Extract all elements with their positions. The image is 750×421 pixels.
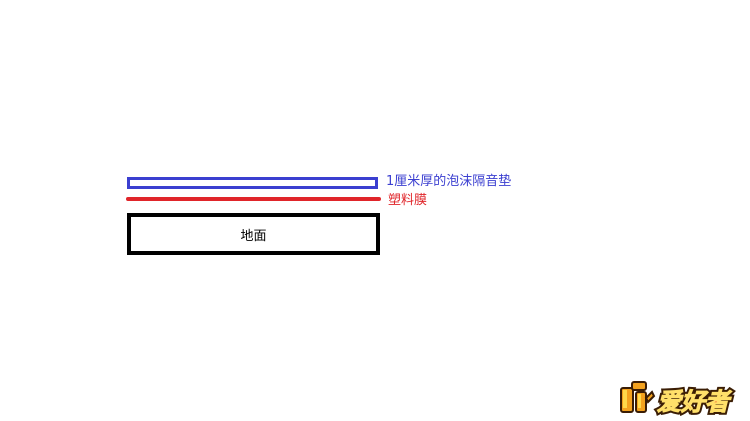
svg-text:爱好者: 爱好者 — [657, 388, 732, 416]
foam-pad-label: 1厘米厚的泡沫隔音垫 — [386, 174, 512, 189]
ground-label: 地面 — [240, 228, 267, 244]
ground-layer: 地面 — [127, 213, 380, 255]
svg-text:爱好者: 爱好者 — [657, 388, 732, 416]
wood-craft-logo-icon: 爱好者 爱好者 — [620, 381, 734, 416]
plastic-film-layer — [126, 197, 381, 201]
foam-pad-layer — [127, 177, 378, 189]
plastic-film-label: 塑料膜 — [388, 193, 428, 208]
